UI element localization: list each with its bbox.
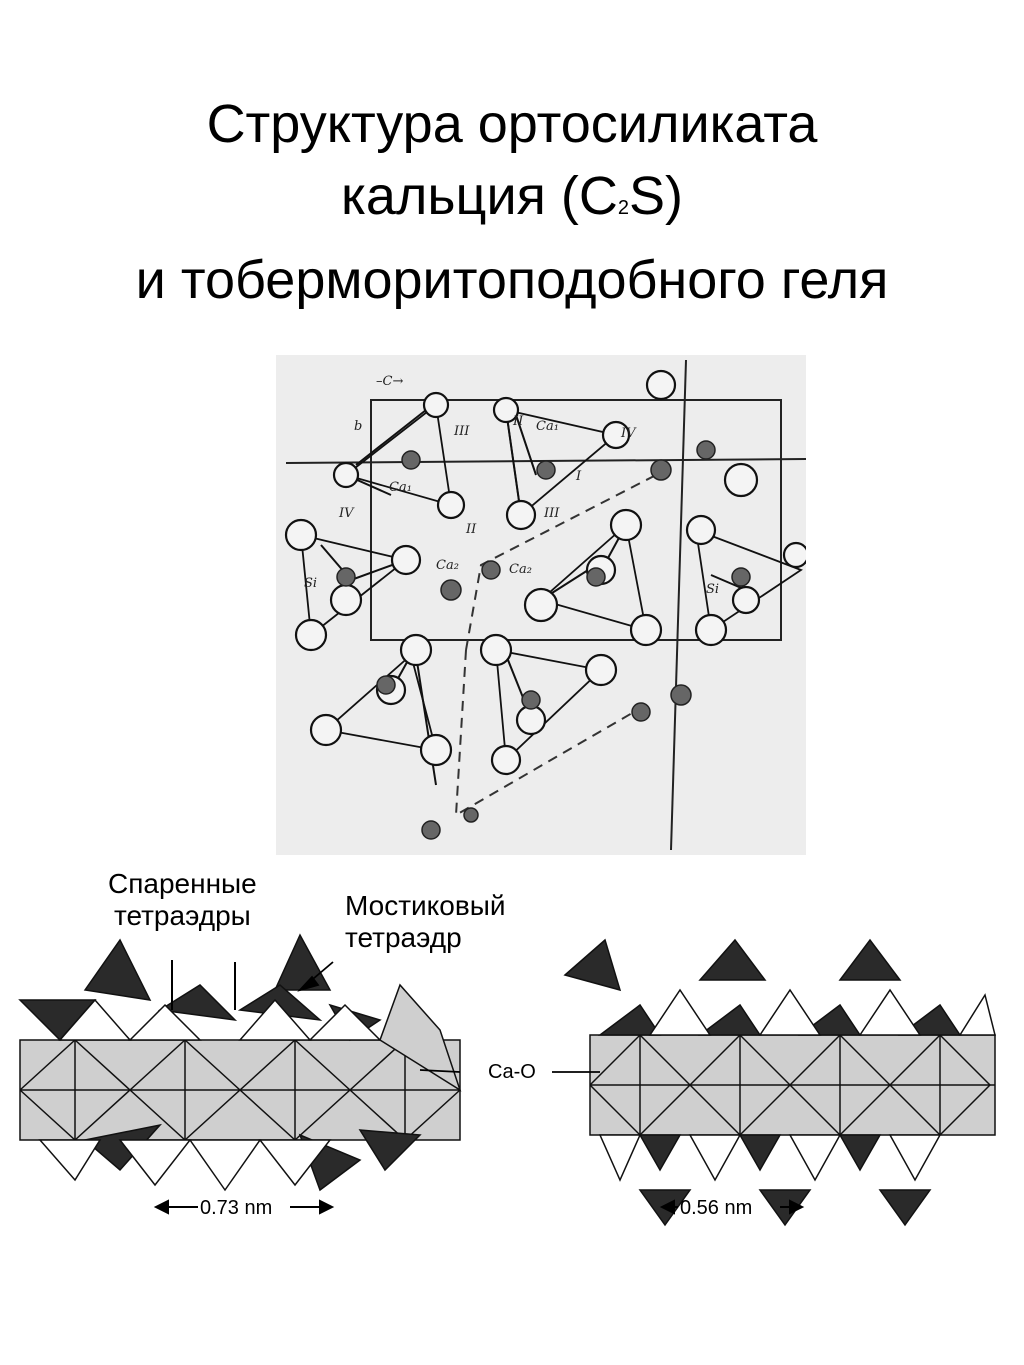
site-label: I [575,469,582,484]
site-label: IV [338,506,355,521]
crystal-structure-diagram: –C→ b III II IV Ca₁ Ca₁ Ca₂ Ca₂ I II III… [276,355,806,855]
unit-cell [370,399,782,641]
dim-label-right: 0.56 nm [680,1197,752,1219]
paired-tetrahedra-label: Спаренные тетраэдры [108,868,257,931]
axis-line [670,359,687,851]
dreierketten-chain [563,938,996,1227]
site-label: III [453,424,470,439]
page-title: Структура ортосиликата кальция (C2S) и т… [0,88,1024,316]
site-label: IV [620,426,637,441]
site-label: Ca₂ [509,562,532,577]
silicate-chain-diagram: 0.73 nm 0.56 nm Ca-O [18,933,996,1227]
dashed-lines [454,474,657,817]
site-label: II [512,414,524,429]
site-label: Si [304,576,317,591]
site-label: II [465,522,477,537]
calcium-atoms [336,440,751,840]
ca-o-label: Ca-O [488,1061,536,1083]
site-label: Ca₂ [436,558,459,573]
site-label: III [543,506,560,521]
title-line-1: Структура ортосиликата [206,94,818,154]
bridging-tetrahedron-label: Мостиковый тетраэдр [345,890,506,953]
site-label: Ca₁ [536,419,559,434]
axis-b-label: b [354,419,362,434]
title-line-3: и тоберморитоподобного геля [135,250,889,310]
oxygen-atoms [284,369,806,776]
site-label: Ca₁ [389,480,412,495]
title-line-2: кальция (C2S) [341,166,683,226]
axis-c-label: –C→ [376,374,403,389]
dim-label-left: 0.73 nm [200,1197,272,1219]
paired-tetrahedra-chain [18,933,462,1192]
site-label: Si [706,582,719,597]
